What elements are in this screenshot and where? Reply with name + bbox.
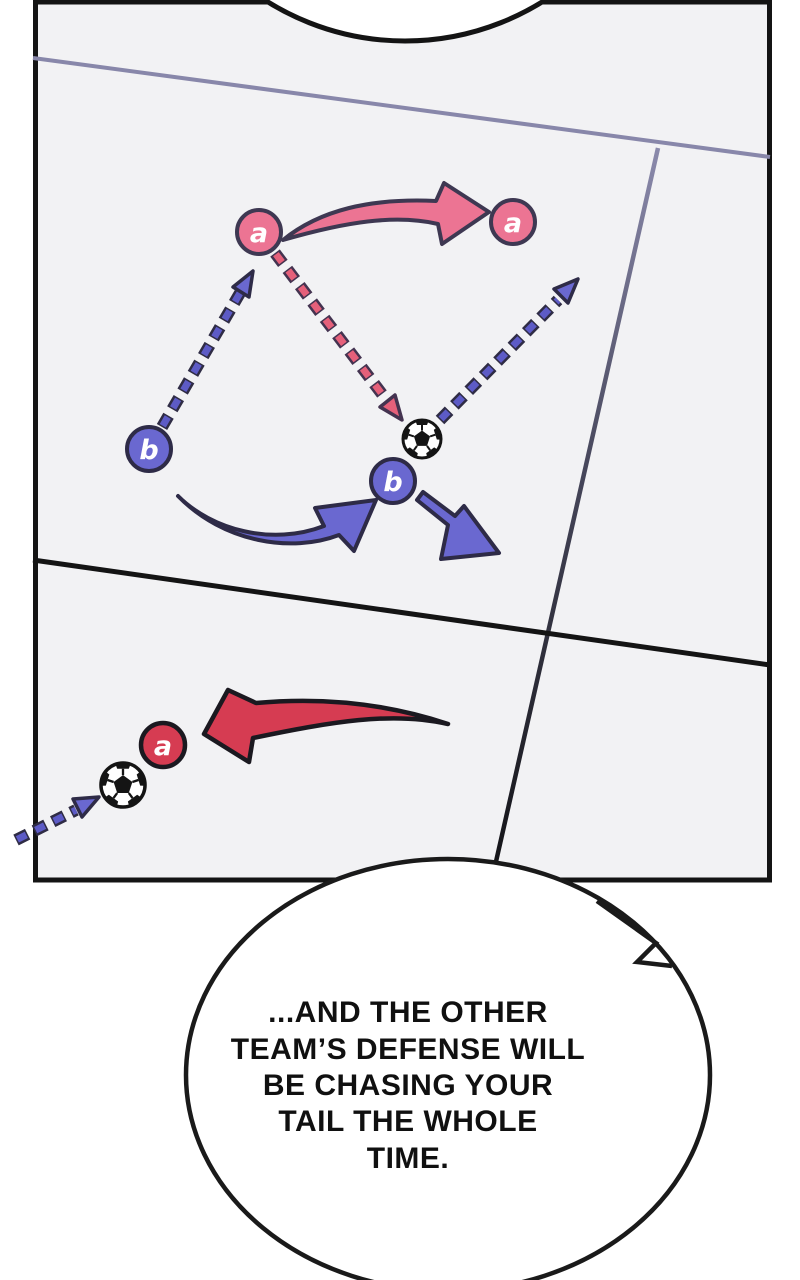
swoosh-arrow-to-b2 bbox=[176, 494, 378, 553]
run-arrow-b1-to-a1 bbox=[156, 269, 255, 431]
arrow-b2-downfield bbox=[415, 490, 501, 561]
marker-label: a bbox=[504, 208, 522, 239]
player-marker-b2: b bbox=[369, 457, 417, 505]
previous-bubble-edge bbox=[260, 0, 550, 44]
run-arrow-ball-to-upfield bbox=[435, 277, 580, 425]
arrowhead-icon bbox=[552, 277, 580, 305]
run-arrow-into-ball2 bbox=[13, 795, 101, 846]
bubble-line: TIME. bbox=[367, 1142, 450, 1175]
swoosh-arrow-counter bbox=[201, 687, 451, 765]
player-marker-a1: a bbox=[235, 208, 283, 256]
field-sideline-diagonal bbox=[492, 147, 661, 867]
bubble-line: ...AND THE OTHER bbox=[268, 996, 548, 1029]
player-marker-b1: b bbox=[125, 425, 173, 473]
field-touchline bbox=[32, 56, 771, 159]
marker-label: a bbox=[154, 731, 172, 762]
swoosh-arrow-a1-to-a2 bbox=[281, 181, 491, 246]
marker-label: a bbox=[250, 218, 268, 249]
bubble-tail bbox=[595, 899, 673, 969]
field-halfway-line bbox=[32, 557, 771, 668]
player-marker-a2: a bbox=[489, 198, 537, 246]
marker-label: b bbox=[383, 467, 402, 498]
arrowhead-icon bbox=[231, 269, 255, 299]
arrowhead-icon bbox=[378, 393, 404, 422]
bubble-line: TEAM’S DEFENSE WILL bbox=[231, 1033, 586, 1066]
bubble-line: TAIL THE WHOLE bbox=[278, 1105, 537, 1138]
speech-bubble: ...AND THE OTHER TEAM’S DEFENSE WILL BE … bbox=[183, 856, 713, 1280]
arrowhead-icon bbox=[71, 795, 101, 819]
player-marker-a3: a bbox=[138, 720, 188, 770]
bubble-line: BE CHASING YOUR bbox=[263, 1069, 553, 1102]
marker-label: b bbox=[139, 435, 158, 466]
pass-arrow-a1-to-ball bbox=[270, 249, 404, 422]
